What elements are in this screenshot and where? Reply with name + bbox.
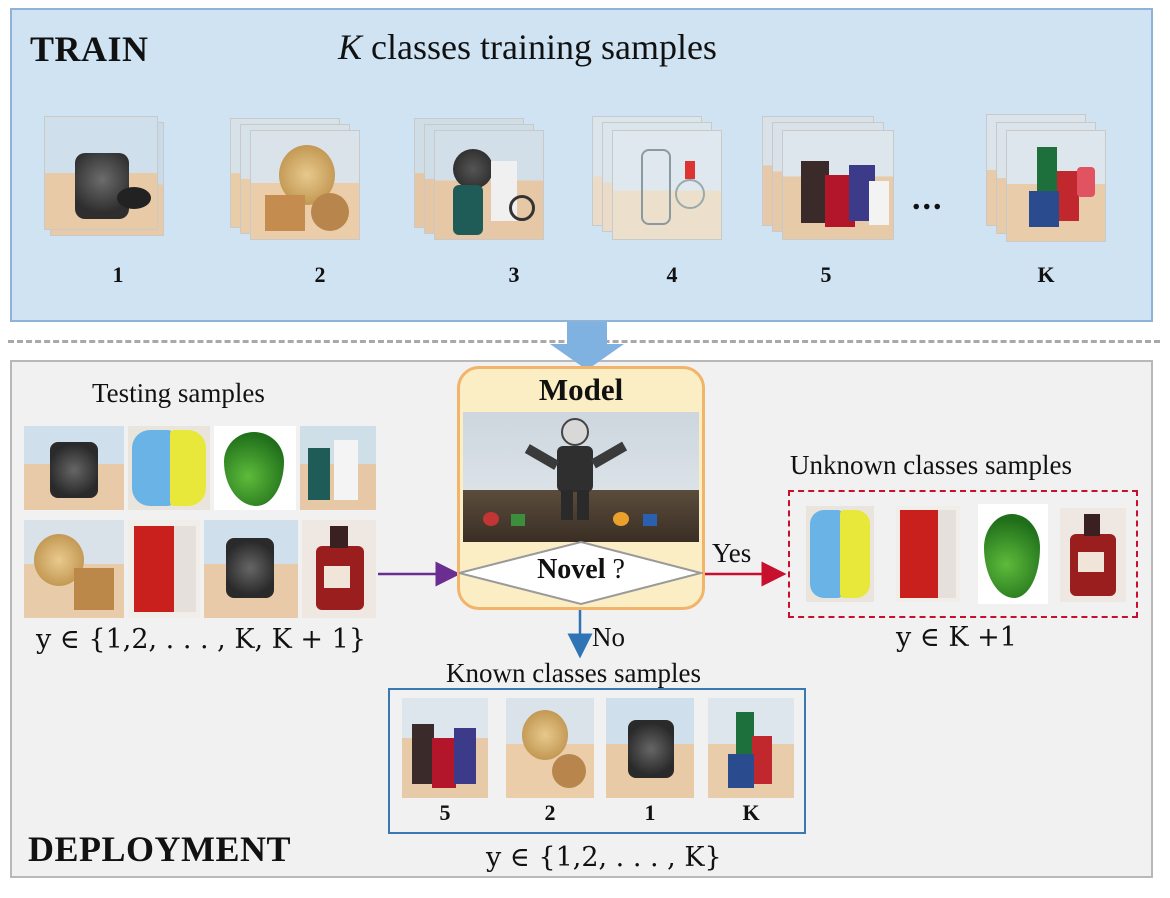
novel-word: Novel <box>537 554 606 585</box>
class-label-4: 4 <box>666 262 678 287</box>
testing-label-set: y ∈ {1,2, . . . , K, K + 1} <box>36 624 366 655</box>
test-sample-bottles <box>300 426 376 510</box>
unknown-sample-pear <box>978 504 1048 604</box>
test-sample-redbook <box>128 520 200 618</box>
class-label-5: 5 <box>820 262 832 287</box>
known-label-k: K <box>742 800 760 825</box>
class-label-1: 1 <box>112 262 124 287</box>
test-sample-cookware-2 <box>204 520 298 618</box>
known-label-set: y ∈ {1,2, . . . , K} <box>486 842 722 873</box>
class-label-3: 3 <box>508 262 520 287</box>
known-classes-box <box>388 688 806 834</box>
class-label-k: K <box>1037 262 1055 287</box>
known-classes-label: Known classes samples <box>446 658 701 688</box>
train-to-model-arrow <box>550 322 624 370</box>
class-label-2: 2 <box>314 262 326 287</box>
unknown-label-set: y ∈ K +1 <box>896 622 1017 653</box>
robot-image <box>463 412 699 542</box>
unknown-sample-sponge <box>806 506 874 602</box>
unknown-sample-soap-bottle <box>1060 508 1126 602</box>
known-label-2: 2 <box>544 800 556 825</box>
novel-question: Novel ? <box>459 554 703 586</box>
test-sample-sponge <box>128 426 210 510</box>
train-subtitle: K classes training samples <box>338 26 717 68</box>
known-sample-k <box>708 698 794 798</box>
k-symbol: K <box>338 27 363 67</box>
unknown-classes-box <box>788 490 1138 618</box>
unknown-sample-redbook <box>896 506 960 602</box>
test-sample-pear <box>214 426 296 510</box>
train-title: TRAIN <box>30 29 149 69</box>
novel-decision-diamond <box>459 540 703 606</box>
no-label: No <box>592 622 625 652</box>
test-sample-baskets <box>24 520 124 618</box>
known-label-1: 1 <box>644 800 656 825</box>
test-sample-soap-bottle <box>302 520 376 618</box>
ellipsis: ... <box>912 180 944 217</box>
unknown-classes-label: Unknown classes samples <box>790 450 1072 480</box>
deployment-title: DEPLOYMENT <box>28 829 292 869</box>
known-sample-5 <box>402 698 488 798</box>
test-sample-cookware <box>24 426 124 510</box>
train-subtitle-text: classes training samples <box>362 27 717 67</box>
known-sample-1 <box>606 698 694 798</box>
novel-question-mark: ? <box>605 554 625 585</box>
testing-samples-label: Testing samples <box>92 378 265 408</box>
known-sample-2 <box>506 698 594 798</box>
model-title: Model <box>538 372 624 407</box>
known-label-5: 5 <box>439 800 451 825</box>
train-panel <box>10 8 1153 322</box>
yes-label: Yes <box>712 538 752 568</box>
